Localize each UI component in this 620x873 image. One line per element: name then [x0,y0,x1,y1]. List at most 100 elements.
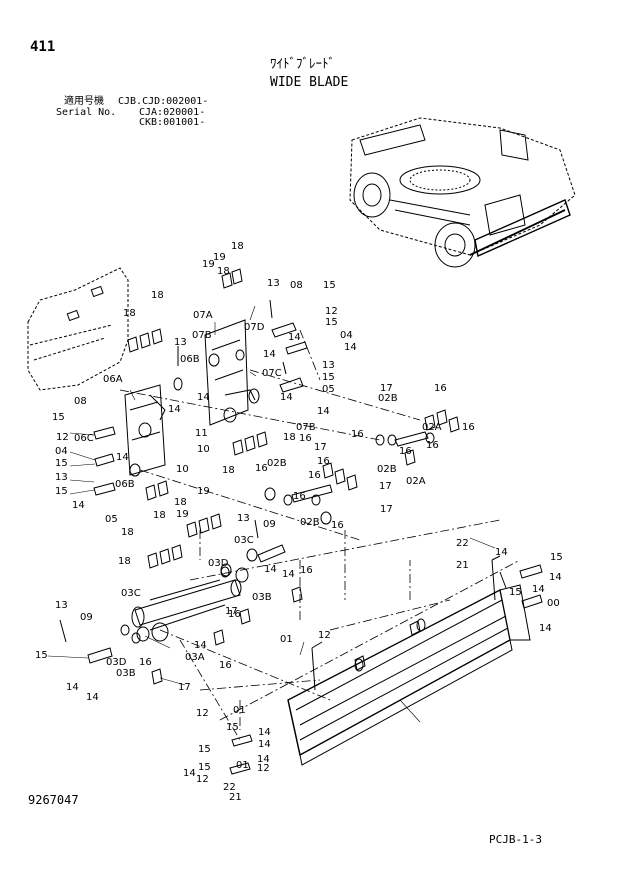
callout-01: 01 [280,634,293,645]
callout-02B: 02B [377,464,397,475]
serial-value-2: CJA:020001- [139,107,206,118]
callout-06A: 06A [103,374,123,385]
callout-01: 01 [236,760,249,771]
callout-16: 16 [228,609,241,620]
cylinder-03 [120,563,249,642]
callout-14: 14 [264,564,277,575]
callout-14: 14 [282,569,295,580]
callout-22: 22 [223,782,236,793]
callout-14: 14 [258,727,271,738]
callout-16: 16 [139,657,152,668]
callout-15: 15 [52,412,65,423]
callout-14: 14 [539,623,552,634]
callout-21: 21 [229,792,242,803]
frame-plate [27,267,129,391]
callout-02B: 02B [378,393,398,404]
serial-label-en: Serial No. [56,107,117,118]
callout-03B: 03B [116,668,136,679]
upper-arm-07 [204,319,256,426]
callout-14: 14 [263,349,276,360]
callout-14: 14 [66,682,79,693]
callout-17: 17 [314,442,327,453]
callout-07D: 07D [244,322,265,333]
callout-14: 14 [183,768,196,779]
callout-15: 15 [550,552,563,563]
callout-19: 19 [176,509,189,520]
callout-12: 12 [196,708,209,719]
callout-12: 12 [56,432,69,443]
serial-value-1: CJB.CJD:002001- [118,96,209,107]
callout-15: 15 [325,317,338,328]
callout-15: 15 [198,744,211,755]
callout-14: 14 [288,332,301,343]
callout-15: 15 [323,280,336,291]
callout-03B: 03B [252,592,272,603]
callout-07B: 07B [296,422,316,433]
title-japanese: ﾜｲﾄﾞﾌﾞﾚｰﾄﾞ [270,57,335,72]
callout-15: 15 [55,458,68,469]
callout-03D: 03D [208,558,229,569]
callout-15: 15 [322,372,335,383]
callout-16: 16 [399,446,412,457]
callout-13: 13 [55,600,68,611]
callout-15: 15 [226,722,239,733]
callout-16: 16 [300,565,313,576]
callout-14: 14 [197,392,210,403]
callout-03A: 03A [185,652,205,663]
callout-07A: 07A [193,310,213,321]
callout-11: 11 [195,428,208,439]
callout-18: 18 [231,241,244,252]
callout-16: 16 [331,520,344,531]
callout-18: 18 [174,497,187,508]
callout-17: 17 [379,481,392,492]
callout-06B: 06B [180,354,200,365]
callout-05: 05 [322,384,335,395]
callout-13: 13 [55,472,68,483]
machine-overview-illustration [349,117,576,268]
leader-lines [47,305,496,723]
serial-label-jp: 適用号機 [64,96,104,107]
callout-05: 05 [105,514,118,525]
callout-18: 18 [222,465,235,476]
callout-18: 18 [121,527,134,538]
callout-12: 12 [196,774,209,785]
callout-19: 19 [197,486,210,497]
callout-21: 21 [456,560,469,571]
callout-14: 14 [549,572,562,583]
callout-18: 18 [151,290,164,301]
callout-14: 14 [532,584,545,595]
callout-19: 19 [202,259,215,270]
callout-16: 16 [462,422,475,433]
callout-16: 16 [293,491,306,502]
title-english: WIDE BLADE [270,75,349,90]
callout-16: 16 [426,440,439,451]
callout-14: 14 [280,392,293,403]
callout-13: 13 [174,337,187,348]
callout-14: 14 [258,739,271,750]
callout-15: 15 [509,587,522,598]
callout-16: 16 [351,429,364,440]
callout-03D: 03D [106,657,127,668]
callout-14: 14 [317,406,330,417]
callout-17: 17 [225,606,238,617]
callout-18: 18 [118,556,131,567]
callout-18: 18 [283,432,296,443]
callout-15: 15 [55,486,68,497]
callout-17: 17 [178,682,191,693]
callout-14: 14 [495,547,508,558]
callout-14: 14 [72,500,85,511]
callout-15: 15 [35,650,48,661]
callout-07B: 07B [192,330,212,341]
callout-14: 14 [257,754,270,765]
callout-10: 10 [176,464,189,475]
callout-03C: 03C [121,588,141,599]
callout-14: 14 [344,342,357,353]
pins [87,322,543,775]
callout-18: 18 [123,308,136,319]
callout-14: 14 [86,692,99,703]
callout-06B: 06B [115,479,135,490]
callout-02B: 02B [267,458,287,469]
callout-07C: 07C [262,368,282,379]
callout-01: 01 [233,705,246,716]
